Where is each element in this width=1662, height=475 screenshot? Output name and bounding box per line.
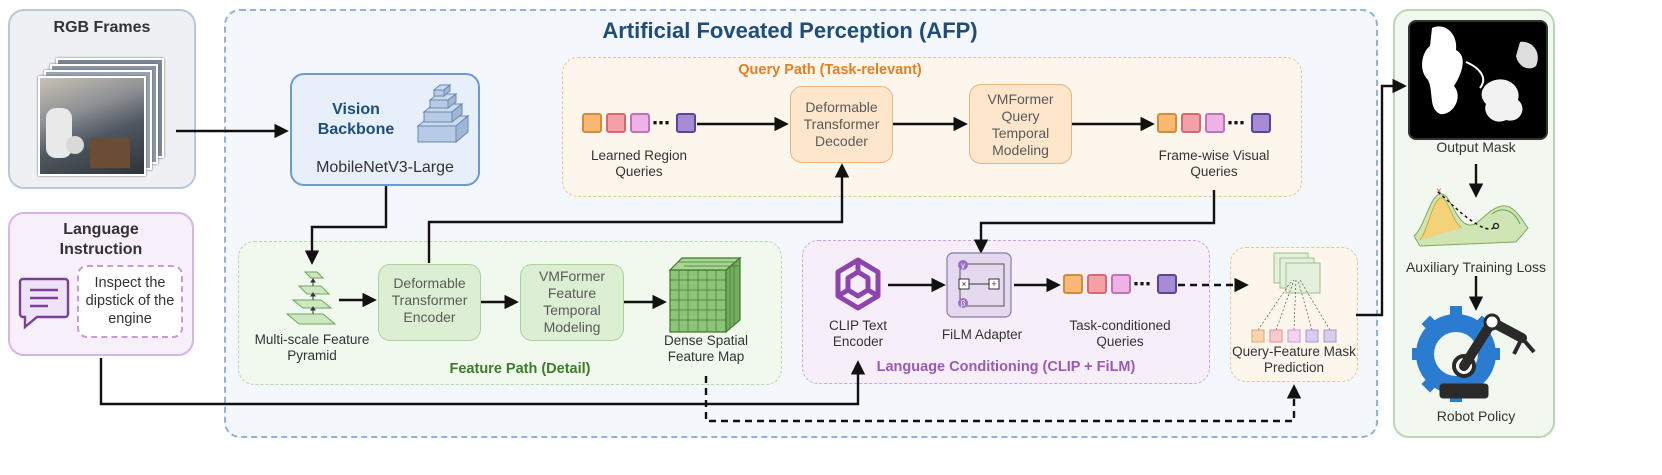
task-conditioned-queries-label: Task-conditioned Queries xyxy=(1069,318,1171,350)
language-conditioning-title: Language Conditioning (CLIP + FiLM) xyxy=(876,359,1136,375)
robot-policy-label: Robot Policy xyxy=(1436,408,1516,424)
arrow-mask-pred-to-output xyxy=(1356,78,1407,317)
dense-feature-cube-icon xyxy=(668,256,742,334)
learned-query-tokens: ⋯ xyxy=(582,113,698,135)
rgb-frame-front xyxy=(38,76,146,176)
mask-prediction-icon xyxy=(1251,252,1337,343)
rgb-frames-title: RGB Frames xyxy=(53,19,151,36)
ellipsis-dots: ⋯ xyxy=(652,113,670,133)
backbone-name: MobileNetV3-Large xyxy=(316,159,454,176)
film-adapter-label: FiLM Adapter xyxy=(941,327,1023,342)
output-mask-label: Output Mask xyxy=(1436,139,1516,155)
framewise-query-tokens: ⋯ xyxy=(1157,113,1273,135)
robot-policy-icon xyxy=(1412,306,1536,402)
ellipsis-dots: ⋯ xyxy=(1133,274,1151,294)
arrow-backbone-to-pyramid xyxy=(304,186,388,265)
instruction-text-box xyxy=(77,265,183,338)
query-token xyxy=(1063,274,1083,294)
output-mask-image xyxy=(1408,20,1548,140)
svg-text:+: + xyxy=(991,279,996,289)
vmformer-query-label: VMFormer Query Temporal Modeling xyxy=(987,91,1054,159)
loss-landscape-icon: × xyxy=(1413,188,1529,247)
query-token xyxy=(582,113,602,133)
framewise-queries-label: Frame-wise Visual Queries xyxy=(1158,148,1270,180)
openai-clip-logo-icon xyxy=(835,257,881,311)
vmformer-query-node xyxy=(969,84,1072,164)
arrow-instruction-to-clip xyxy=(99,358,866,406)
query-token xyxy=(1181,113,1201,133)
workbench-image xyxy=(90,138,130,168)
aux-loss-label: Auxiliary Training Loss xyxy=(1405,259,1547,275)
feature-path-title: Feature Path (Detail) xyxy=(449,361,591,377)
deformable-decoder-node xyxy=(790,86,893,163)
deformable-encoder-node xyxy=(378,264,481,341)
clip-encoder-label: CLIP Text Encoder xyxy=(828,318,888,350)
svg-text:×: × xyxy=(961,279,966,289)
deformable-decoder-label: Deformable Transformer Decoder xyxy=(803,99,880,150)
vmformer-feature-node xyxy=(520,264,624,341)
feature-pyramid-icon xyxy=(285,271,337,325)
chat-bubble-icon xyxy=(18,277,70,330)
query-token xyxy=(1157,274,1177,294)
query-token xyxy=(1087,274,1107,294)
query-token xyxy=(1157,113,1177,133)
deformable-encoder-label: Deformable Transformer Encoder xyxy=(391,275,468,326)
query-token xyxy=(630,113,650,133)
svg-text:γ: γ xyxy=(961,261,965,270)
query-token xyxy=(676,113,696,133)
learned-region-queries-label: Learned Region Queries xyxy=(590,148,688,180)
mask-blob-shapes xyxy=(1422,26,1538,122)
afp-title: Artificial Foveated Perception (AFP) xyxy=(602,18,978,43)
arrow-framewise-to-film xyxy=(973,190,1216,254)
query-path-title: Query Path (Task-relevant) xyxy=(738,62,922,78)
instruction-text: Inspect the dipstick of the engine xyxy=(85,275,175,328)
mask-prediction-label: Query-Feature Mask Prediction xyxy=(1232,344,1356,376)
vmformer-feature-label: VMFormer Feature Temporal Modeling xyxy=(538,268,606,336)
vision-backbone-title: Vision Backbone xyxy=(317,101,395,138)
task-query-tokens: ⋯ xyxy=(1063,274,1179,296)
query-token xyxy=(606,113,626,133)
dense-feature-map-label: Dense Spatial Feature Map xyxy=(663,333,749,365)
robot-gripper-image xyxy=(66,136,84,154)
arrow-dense-to-mask-pred xyxy=(704,376,1302,423)
layered-pyramid-icon xyxy=(416,83,470,144)
query-token xyxy=(1111,274,1131,294)
language-instruction-title: Language Instruction xyxy=(59,221,143,258)
feature-pyramid-label: Multi-scale Feature Pyramid xyxy=(254,332,370,364)
arrow-encoder-to-decoder xyxy=(427,163,850,263)
ellipsis-dots: ⋯ xyxy=(1227,113,1245,133)
query-token xyxy=(1205,113,1225,133)
query-token xyxy=(1251,113,1271,133)
svg-text:×: × xyxy=(1436,188,1442,197)
film-adapter-icon: γ β × + xyxy=(946,252,1012,318)
svg-text:β: β xyxy=(961,299,966,308)
rgb-frame-stack xyxy=(38,56,166,176)
